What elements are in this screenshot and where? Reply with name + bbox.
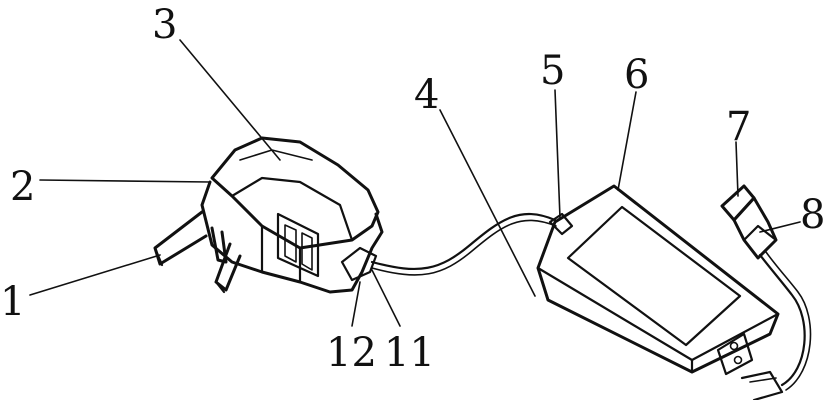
label-3: 3 xyxy=(152,2,177,48)
label-6: 6 xyxy=(624,52,649,98)
plug-adapter xyxy=(153,136,384,294)
label-4: 4 xyxy=(414,72,439,118)
label-1: 1 xyxy=(0,279,25,325)
power-box xyxy=(536,184,784,400)
label-7: 7 xyxy=(726,104,751,150)
label-11: 11 xyxy=(384,330,435,376)
label-5: 5 xyxy=(540,48,565,94)
ac-cord xyxy=(720,184,812,391)
label-12: 12 xyxy=(326,330,377,376)
leader-lines xyxy=(29,39,801,327)
dc-cable xyxy=(370,212,557,271)
label-8: 8 xyxy=(800,192,825,238)
label-2: 2 xyxy=(10,164,35,210)
